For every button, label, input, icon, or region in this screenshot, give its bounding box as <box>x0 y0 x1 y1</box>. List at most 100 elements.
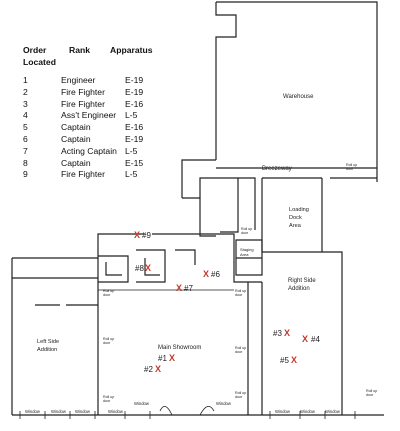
window-label: Window <box>325 409 341 414</box>
window-label: Window <box>216 401 232 406</box>
breezeway-corridor <box>238 177 256 230</box>
row-order: 4 <box>23 110 28 121</box>
room-6-partition <box>175 249 196 265</box>
warehouse-east-wall <box>216 1 378 182</box>
staging-area-outline <box>235 239 263 276</box>
header-order-located: Order Located <box>23 45 56 67</box>
marker-number: #8 <box>135 264 144 273</box>
row-rank: Engineer <box>61 75 96 85</box>
marker-number: #6 <box>211 270 220 279</box>
marker-4: X #4 <box>302 334 320 344</box>
header-apparatus: Apparatus <box>110 45 153 55</box>
row-order: 1 <box>23 75 28 85</box>
marker-6: X #6 <box>203 269 220 279</box>
row-order: 3 <box>23 98 28 109</box>
row-apparatus: E-15 <box>125 157 144 168</box>
window-label: Window <box>75 409 91 414</box>
warehouse-west-wall <box>181 2 237 198</box>
window-labels: Window Window Window Window Window Windo… <box>25 401 341 414</box>
x-mark: X <box>284 328 290 338</box>
row-apparatus: L-5 <box>125 145 138 156</box>
breezeway-core <box>182 177 239 233</box>
row-apparatus: L-5 <box>125 169 138 180</box>
x-mark: X <box>302 334 308 344</box>
row-rank: Ass't Engineer <box>61 110 117 121</box>
x-mark: X <box>291 355 297 365</box>
marker-number: #3 <box>273 329 282 338</box>
row-rank: Fire Fighter <box>61 86 105 97</box>
row-apparatus: E-16 <box>125 98 144 109</box>
row-order: 9 <box>23 169 28 180</box>
window-label: Window <box>134 401 150 406</box>
x-mark: X <box>134 230 140 240</box>
x-mark: X <box>203 269 209 279</box>
right-side-addition-label: Right Side Addition <box>288 278 317 292</box>
marker-number: #9 <box>142 231 151 240</box>
marker-7: X #7 <box>176 283 193 293</box>
window-ticks-left <box>19 411 151 419</box>
row-rank: Captain <box>61 122 91 133</box>
breezeway-label: Breezeway <box>262 166 292 172</box>
walls <box>11 1 384 416</box>
row-rank: Fire Fighter <box>61 169 105 180</box>
left-side-addition-label: Left Side Addition <box>37 339 61 353</box>
row-rank: Captain <box>61 157 91 168</box>
room-8-inner <box>105 262 122 276</box>
marker-number: #7 <box>184 284 193 293</box>
row-order: 2 <box>23 86 28 97</box>
row-apparatus: E-19 <box>125 75 144 85</box>
entry-door-swings <box>159 406 215 416</box>
room-labels: Warehouse Breezeway Loading Dock Area St… <box>37 94 317 353</box>
row-rank: Fire Fighter <box>61 98 105 109</box>
row-apparatus: E-19 <box>125 133 144 144</box>
window-label: Window <box>275 409 291 414</box>
staging-connector <box>233 258 262 283</box>
marker-3: #3 X <box>273 328 290 338</box>
marker-5: #5 X <box>280 355 297 365</box>
row-apparatus: L-5 <box>125 110 138 121</box>
row-order: 8 <box>23 157 28 168</box>
right-addition-east-wall <box>262 251 343 415</box>
marker-9: X #9 <box>134 230 151 240</box>
room-8-outline <box>98 255 129 283</box>
main-showroom-label: Main Showroom <box>158 345 201 351</box>
window-label: Window <box>108 409 124 414</box>
showroom-north-wall <box>152 233 235 258</box>
x-mark: X <box>155 364 161 374</box>
x-mark: X <box>169 353 175 363</box>
window-label: Window <box>300 409 316 414</box>
left-addition-north-wall <box>12 233 145 259</box>
marker-2: #2 X <box>144 364 161 374</box>
warehouse-label: Warehouse <box>283 94 314 100</box>
marker-number: #5 <box>280 356 289 365</box>
row-order: 7 <box>23 145 28 156</box>
staging-area-label: Staging Area <box>240 247 255 257</box>
window-label: Window <box>51 409 67 414</box>
south-wall-openings <box>19 406 356 419</box>
row-apparatus: E-19 <box>125 86 144 97</box>
marker-number: #4 <box>311 335 320 344</box>
room-7-outline <box>136 249 166 283</box>
room-7-inner <box>144 258 160 276</box>
window-label: Window <box>25 409 41 414</box>
firefighter-markers: X #9 #8 X X #7 X #6 #1 X #2 X <box>134 230 320 374</box>
marker-8: #8 X <box>135 263 151 273</box>
x-mark: X <box>145 263 151 273</box>
marker-number: #1 <box>158 354 167 363</box>
row-apparatus: E-16 <box>125 122 144 133</box>
breezeway-inner <box>199 198 216 237</box>
x-mark: X <box>176 283 182 293</box>
marker-1: #1 X <box>158 353 175 363</box>
window-ticks-right <box>269 411 356 419</box>
row-rank: Acting Captain <box>61 145 117 156</box>
